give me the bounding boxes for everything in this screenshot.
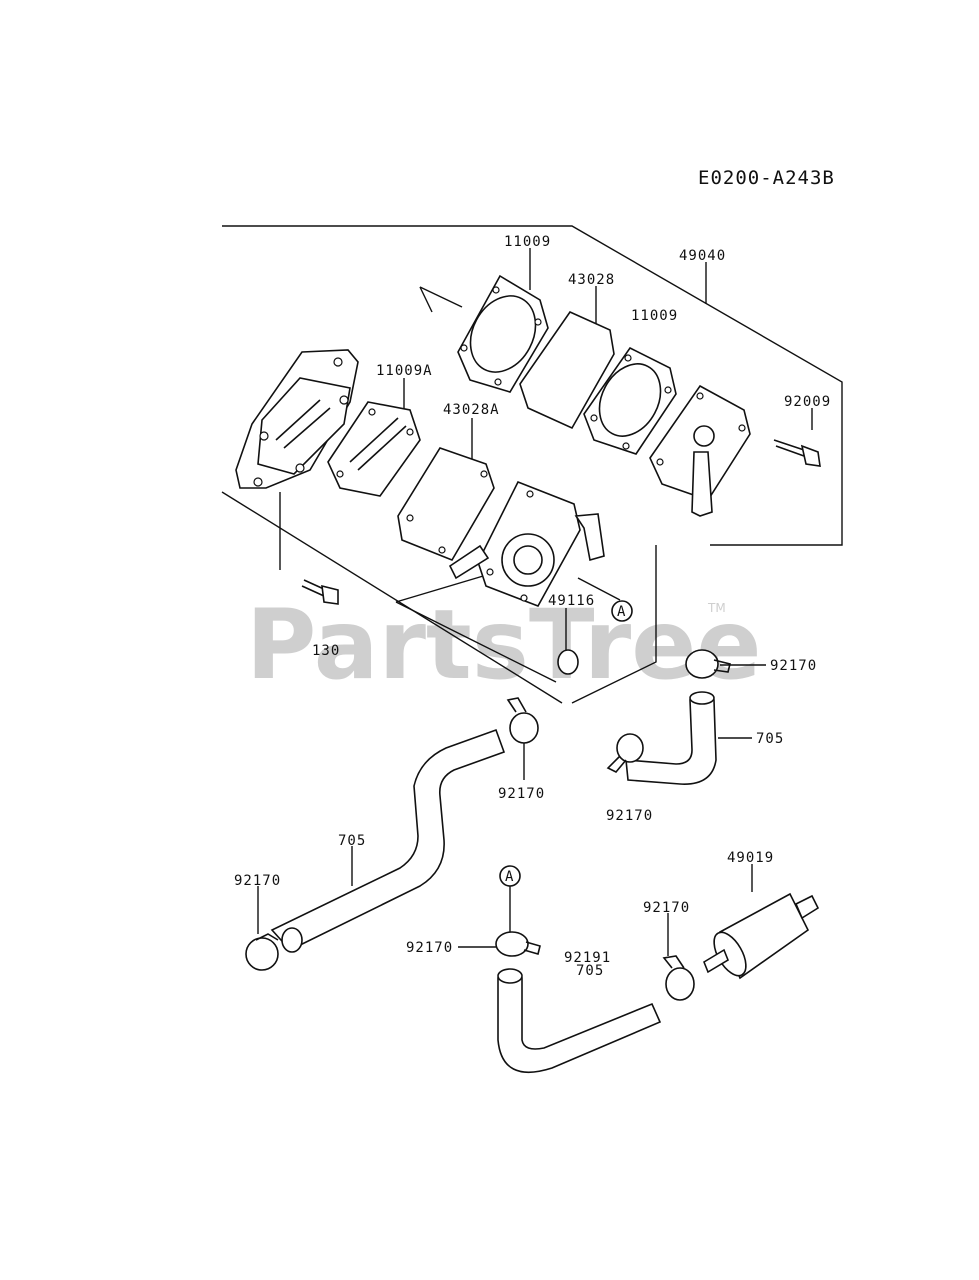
label-49019: 49019 [727,850,774,866]
assembly-outline [221,225,843,704]
label-92170-center: 92170 [498,786,545,802]
label-92170-bottom-right: 92170 [643,900,690,916]
label-92191: 92191 [564,950,611,966]
hose-705-left [270,728,506,953]
clamp-92170-bottom-center [495,931,541,957]
clamp-92170-right-top [685,649,731,679]
clamp-92170-bottom-right [662,955,695,1001]
diaphragm-43028 [519,310,615,430]
diagram-code: E0200-A243B [698,167,835,189]
hose-705-right [625,691,717,785]
hose-705-bottom [497,968,662,1073]
label-11009A: 11009A [376,363,433,379]
gasket-11009-top [457,274,549,393]
callout-a-bottom: A [499,865,521,887]
label-49040: 49040 [679,248,726,264]
pump-cover [649,384,751,517]
label-92009: 92009 [784,394,831,410]
clamp-92170-center [506,697,539,744]
clamp-92170-left [245,933,279,971]
clamp-92170-right-mid [606,733,644,773]
leader-lines [257,248,813,956]
label-43028: 43028 [568,272,615,288]
pump-body [448,480,605,607]
label-705-left: 705 [338,833,366,849]
label-92170-left: 92170 [234,873,281,889]
gasket-11009A [327,401,421,497]
label-11009-mid: 11009 [631,308,678,324]
label-92170-right-top: 92170 [770,658,817,674]
screen-49116 [557,649,579,675]
diaphragm-43028A [397,447,495,561]
fuel-filter-49019 [703,892,820,980]
watermark: PartsTree [246,589,761,701]
bolt-130 [301,579,339,605]
callout-a-top: A [611,600,633,622]
svg-text:A: A [617,604,626,620]
label-705-right: 705 [756,731,784,747]
label-11009-top: 11009 [504,234,551,250]
label-92170-right-mid: 92170 [606,808,653,824]
svg-text:A: A [505,869,514,885]
mount-flange [235,349,359,489]
label-49116: 49116 [548,593,595,609]
label-92170-bottom-center: 92170 [406,940,453,956]
gasket-11009-mid [583,346,677,455]
screw-92009 [773,439,821,467]
label-705-bottom: 705 [576,963,604,979]
label-43028A: 43028A [443,402,500,418]
label-130: 130 [312,643,340,659]
watermark-trademark: TM [707,601,726,615]
